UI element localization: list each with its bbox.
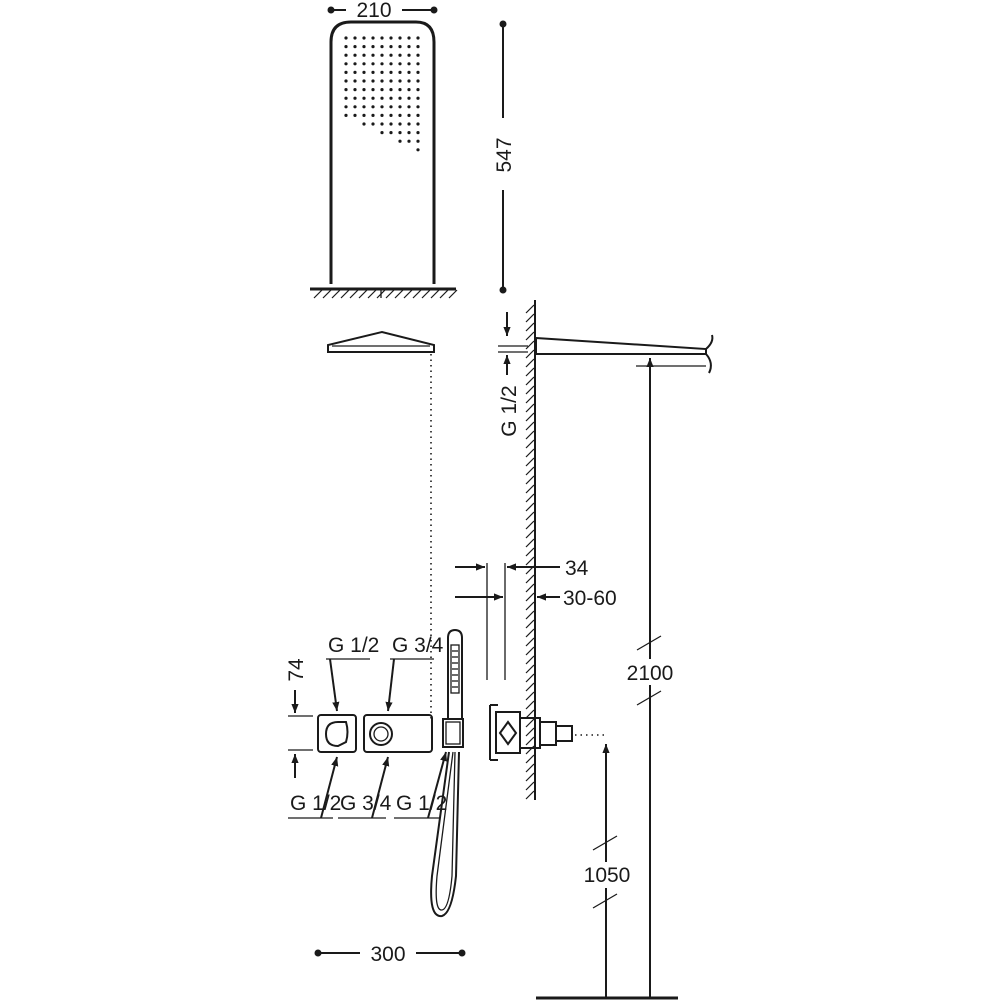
dimension-210: 210 (327, 0, 438, 22)
dimension-depth: 34 30-60 (455, 557, 617, 680)
connection-top-right: G 3/4 (392, 634, 444, 657)
wall-shower-arm (535, 334, 714, 374)
dimension-2100: 2100 (626, 358, 706, 997)
dimension-1050-label: 1050 (584, 864, 631, 887)
dimension-74-label: 74 (285, 658, 308, 682)
connection-top-left: G 1/2 (328, 634, 379, 657)
dimension-74: 74 (285, 658, 313, 778)
dimension-30-60-label: 30-60 (563, 587, 617, 610)
mixer-body-side (489, 704, 605, 761)
connection-labels-top: G 1/2 G 3/4 (326, 634, 444, 712)
dimension-300: 300 (314, 943, 466, 966)
dimension-547: 547 (493, 20, 516, 294)
dimension-thread-top: G 1/2 (498, 312, 528, 437)
connection-bottom-1: G 1/2 (290, 792, 341, 815)
dimension-1050: 1050 (582, 744, 632, 997)
connection-labels-bottom: G 1/2 G 3/4 G 1/2 (288, 751, 447, 819)
connection-bottom-3: G 1/2 (396, 792, 447, 815)
hand-shower (430, 628, 463, 918)
shower-panel-front (310, 20, 458, 299)
wall (525, 300, 536, 800)
dimension-210-label: 210 (356, 0, 391, 22)
dimension-547-label: 547 (493, 137, 516, 172)
control-plates-front (317, 714, 464, 753)
connection-bottom-2: G 3/4 (340, 792, 392, 815)
shower-head-side (327, 330, 435, 720)
dimension-300-label: 300 (370, 943, 405, 966)
dimension-2100-label: 2100 (627, 662, 674, 685)
nozzle-grid (344, 36, 420, 152)
floor-hatch (313, 289, 458, 299)
dimension-34-label: 34 (565, 557, 589, 580)
dimension-thread-top-label: G 1/2 (498, 385, 521, 436)
